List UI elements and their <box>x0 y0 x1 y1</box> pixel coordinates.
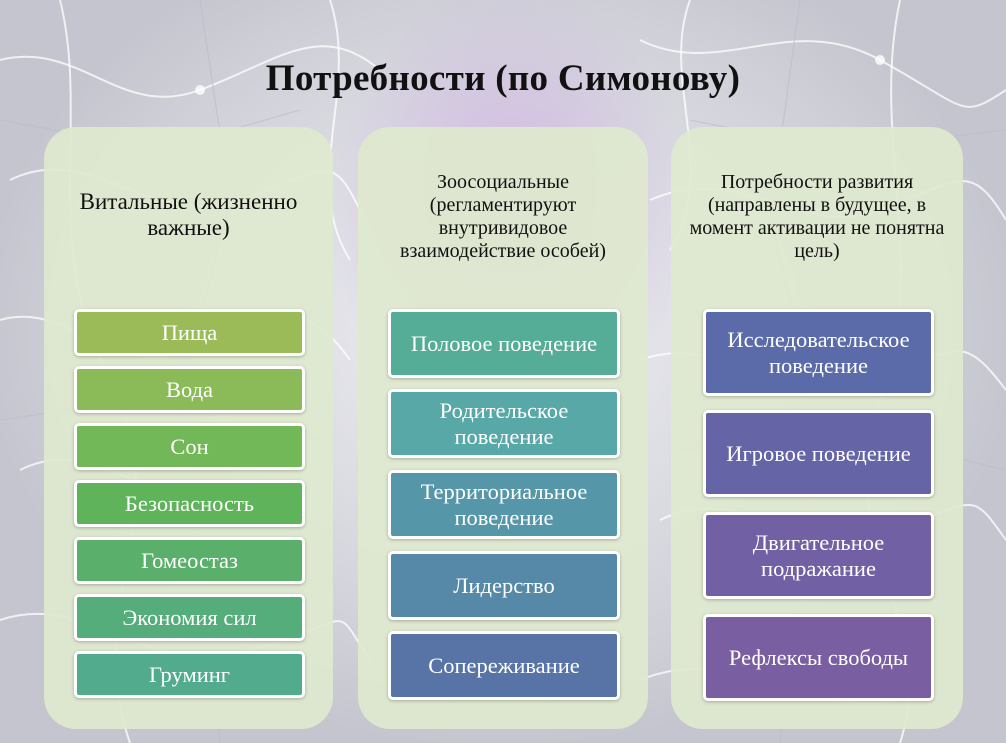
need-box: Половое поведение <box>388 309 620 378</box>
need-box: Груминг <box>74 651 305 698</box>
need-box: Лидерство <box>388 551 620 620</box>
panel-development-heading: Потребности развития (направлены в будущ… <box>689 171 945 262</box>
panel-zoosocial: Зоосоциальные (регламентируют внутривидо… <box>358 127 648 729</box>
panel-vital: Витальные (жизненно важные) Пища Вода Со… <box>44 127 333 729</box>
panel-development: Потребности развития (направлены в будущ… <box>671 127 963 729</box>
need-box: Вода <box>74 366 305 413</box>
need-box: Исследовательское поведение <box>703 309 934 396</box>
need-box: Сон <box>74 423 305 470</box>
page-title: Потребности (по Симонову) <box>265 58 741 99</box>
need-box: Рефлексы свободы <box>703 614 934 701</box>
panel-vital-heading: Витальные (жизненно важные) <box>79 189 298 241</box>
need-box: Безопасность <box>74 480 305 527</box>
need-box: Двигательное подражание <box>703 512 934 599</box>
need-box: Территориальное поведение <box>388 470 620 539</box>
need-box: Сопереживание <box>388 631 620 700</box>
need-box: Экономия сил <box>74 594 305 641</box>
need-box: Родительское поведение <box>388 389 620 458</box>
need-box: Гомеостаз <box>74 537 305 584</box>
panel-zoosocial-heading: Зоосоциальные (регламентируют внутривидо… <box>400 171 606 262</box>
need-box: Пища <box>74 309 305 356</box>
need-box: Игровое поведение <box>703 410 934 497</box>
